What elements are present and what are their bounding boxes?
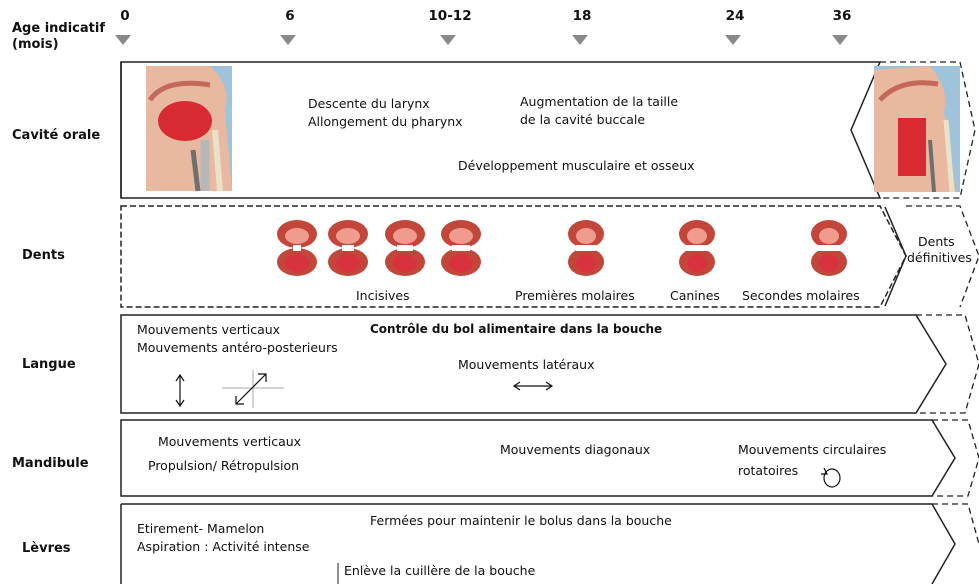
infant-oral-cavity-image bbox=[146, 66, 232, 192]
incisor-mouth-3 bbox=[385, 220, 425, 276]
langue-text-verticaux: Mouvements verticaux bbox=[137, 322, 281, 337]
second-molars-mouth bbox=[811, 220, 847, 276]
dents-frame bbox=[120, 205, 907, 308]
cavite-text-developpement: Développement musculaire et osseux bbox=[458, 158, 695, 173]
cavite-dashed-extension bbox=[880, 61, 976, 199]
tick-marker-36 bbox=[832, 35, 848, 45]
mandibule-text-propulsion: Propulsion/ Rétropulsion bbox=[148, 458, 300, 473]
mandibule-text-rotatoires: rotatoires bbox=[738, 463, 799, 478]
tick-label-10-12: 10-12 bbox=[428, 8, 472, 24]
levres-text-aspiration: Aspiration : Activité intense bbox=[137, 539, 310, 554]
dents-label-premieres-molaires: Premières molaires bbox=[515, 288, 635, 303]
mandibule-text-circulaires: Mouvements circulaires bbox=[738, 442, 887, 457]
levres-text-etirement: Etirement- Mamelon bbox=[137, 521, 265, 536]
tick-label-24: 24 bbox=[725, 8, 745, 24]
rotation-icon bbox=[821, 467, 841, 488]
dents-definitives-line2: définitives bbox=[907, 250, 972, 265]
incisor-mouth-2 bbox=[328, 220, 368, 276]
row-label-cavite-orale: Cavité orale bbox=[12, 128, 101, 143]
vertical-arrow-icon bbox=[175, 373, 185, 408]
tick-label-18: 18 bbox=[572, 8, 592, 24]
incisor-mouth-1 bbox=[277, 220, 317, 276]
cavite-text-buccale: de la cavité buccale bbox=[520, 112, 646, 127]
age-axis-label-line1: Age indicatif bbox=[12, 21, 105, 36]
mandibule-text-verticaux: Mouvements verticaux bbox=[158, 434, 302, 449]
row-label-langue: Langue bbox=[22, 357, 76, 372]
tick-marker-6 bbox=[280, 35, 296, 45]
lateral-arrow-icon bbox=[512, 381, 554, 391]
canines-mouth bbox=[679, 220, 715, 276]
mandibule-frame bbox=[120, 419, 956, 497]
anteroposterior-arrow-icon bbox=[222, 370, 284, 408]
mandibule-text-diagonaux: Mouvements diagonaux bbox=[500, 442, 651, 457]
cavite-text-larynx: Descente du larynx bbox=[308, 96, 430, 111]
levres-text-enleve: Enlève la cuillère de la bouche bbox=[344, 563, 536, 578]
age-axis-label: Age indicatif (mois) bbox=[12, 21, 105, 53]
dents-label-canines: Canines bbox=[670, 288, 720, 303]
dents-definitives-line1: Dents bbox=[918, 234, 955, 249]
cavite-frame bbox=[120, 61, 882, 199]
row-label-levres: Lèvres bbox=[22, 541, 71, 556]
row-label-dents: Dents bbox=[22, 248, 65, 263]
tick-label-36: 36 bbox=[832, 8, 852, 24]
dents-label-incisives: Incisives bbox=[356, 288, 410, 303]
cavite-text-pharynx: Allongement du pharynx bbox=[308, 114, 463, 129]
langue-text-controle: Contrôle du bol alimentaire dans la bouc… bbox=[370, 322, 663, 336]
dents-label-secondes-molaires: Secondes molaires bbox=[742, 288, 860, 303]
tick-label-6: 6 bbox=[285, 8, 295, 24]
tooth-illustrations bbox=[277, 220, 847, 276]
incisor-mouth-4 bbox=[441, 220, 481, 276]
tick-marker-18 bbox=[572, 35, 588, 45]
age-tick-markers bbox=[115, 35, 848, 45]
tick-label-0: 0 bbox=[120, 8, 130, 24]
row-label-mandibule: Mandibule bbox=[12, 456, 89, 471]
first-molars-mouth bbox=[568, 220, 604, 276]
age-axis-label-line2: (mois) bbox=[12, 37, 59, 52]
levres-frame bbox=[121, 503, 956, 584]
tick-marker-0 bbox=[115, 35, 131, 45]
levres-text-fermees: Fermées pour maintenir le bolus dans la … bbox=[370, 513, 672, 528]
tick-marker-24 bbox=[725, 35, 741, 45]
langue-text-lateraux: Mouvements latéraux bbox=[458, 357, 595, 372]
adult-oral-cavity-image bbox=[874, 66, 960, 193]
langue-frame bbox=[120, 314, 947, 414]
langue-text-antero-posterieurs: Mouvements antéro-posterieurs bbox=[137, 340, 338, 355]
tick-marker-10-12 bbox=[440, 35, 456, 45]
cavite-text-taille: Augmentation de la taille bbox=[520, 94, 679, 109]
